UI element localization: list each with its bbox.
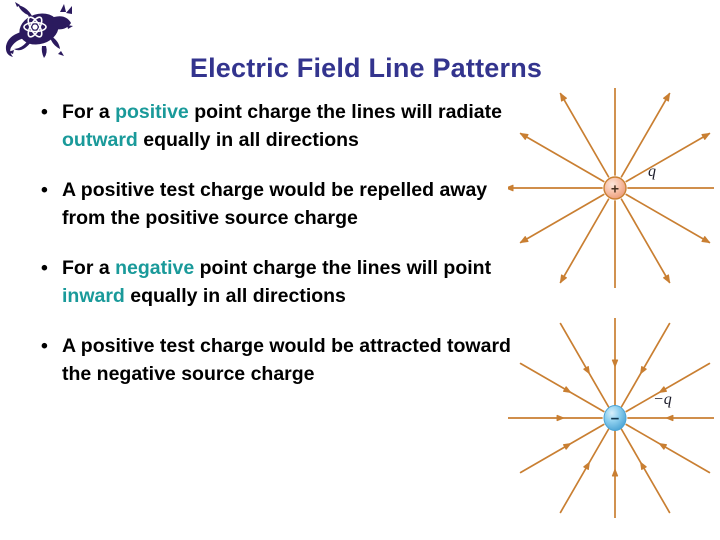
bullet-marker: •	[41, 101, 48, 123]
list-item: • For a negative point charge the lines …	[36, 254, 526, 310]
field-lines	[508, 88, 714, 288]
field-line-arrowhead	[563, 443, 572, 450]
body-text: equally in all directions	[137, 129, 359, 151]
list-item-text: For a negative point charge the lines wi…	[62, 257, 491, 307]
lizard-atom-logo	[2, 2, 76, 60]
field-line-arrowhead	[556, 414, 565, 422]
field-line-arrowhead	[640, 366, 647, 375]
bullet-list: • For a positive point charge the lines …	[36, 98, 526, 388]
field-lines	[508, 318, 714, 518]
body-text: For a	[62, 257, 116, 279]
field-line	[559, 92, 610, 178]
body-text: A positive test charge would be attracte…	[62, 335, 511, 385]
field-line	[620, 428, 671, 514]
field-line	[625, 132, 711, 183]
keyword-text: outward	[62, 129, 138, 151]
body-text: point charge the lines will point	[194, 257, 492, 279]
field-line	[620, 92, 671, 178]
positive-charge-label: q	[648, 163, 656, 180]
field-line	[620, 322, 671, 408]
negative-charge-sphere	[603, 405, 627, 431]
field-line-arrowhead	[611, 468, 619, 477]
field-line-arrowhead	[658, 443, 667, 450]
bullet-marker: •	[41, 257, 48, 279]
field-line	[519, 132, 605, 183]
field-line	[625, 362, 711, 413]
field-line-arrowhead	[701, 132, 710, 140]
positive-point-charge-field-diagram: + q	[508, 88, 714, 288]
list-item: • A positive test charge would be attrac…	[36, 332, 526, 388]
field-line-arrowhead	[559, 274, 567, 283]
list-item: • A positive test charge would be repell…	[36, 176, 526, 232]
field-line-arrowhead	[663, 93, 671, 102]
bullet-marker: •	[41, 335, 48, 357]
page-title: Electric Field Line Patterns	[189, 53, 543, 83]
keyword-text: inward	[62, 285, 125, 307]
body-text: point charge the lines will radiate	[188, 101, 502, 123]
positive-charge-sphere	[603, 176, 627, 200]
negative-point-charge-field-diagram: − −q	[508, 318, 714, 518]
body-text: For a	[62, 101, 116, 123]
field-line	[625, 193, 711, 244]
field-line	[559, 428, 610, 514]
field-line-arrowhead	[520, 236, 529, 244]
field-line-arrowhead	[701, 236, 710, 244]
list-item: • For a positive point charge the lines …	[36, 98, 526, 154]
field-line-arrowhead	[583, 461, 590, 470]
negative-charge-symbol: −	[611, 411, 620, 428]
field-line-arrowhead	[508, 184, 514, 192]
field-line-arrowhead	[611, 359, 619, 368]
field-line	[519, 362, 605, 413]
field-line-arrowhead	[559, 93, 567, 102]
list-item-text: For a positive point charge the lines wi…	[62, 101, 502, 151]
field-line-arrowhead	[583, 366, 590, 375]
negative-charge-label: −q	[653, 391, 672, 408]
bullet-marker: •	[41, 179, 48, 201]
body-text: A positive test charge would be repelled…	[62, 179, 488, 229]
field-line-arrowhead	[658, 386, 667, 393]
field-line	[559, 322, 610, 408]
field-line-arrowhead	[520, 132, 529, 140]
field-line-arrowhead	[640, 461, 647, 470]
field-line	[559, 198, 610, 284]
field-line-arrowhead	[665, 414, 674, 422]
list-item-text: A positive test charge would be repelled…	[62, 179, 487, 229]
body-text: equally in all directions	[124, 285, 346, 307]
field-line	[519, 423, 605, 474]
keyword-text: negative	[115, 257, 195, 279]
field-line	[519, 193, 605, 244]
keyword-text: positive	[115, 101, 189, 123]
list-item-text: A positive test charge would be attracte…	[62, 335, 511, 385]
field-line	[620, 198, 671, 284]
field-line	[625, 423, 711, 474]
field-line-arrowhead	[663, 274, 671, 283]
positive-charge-symbol: +	[611, 181, 619, 197]
field-line-arrowhead	[563, 386, 572, 393]
